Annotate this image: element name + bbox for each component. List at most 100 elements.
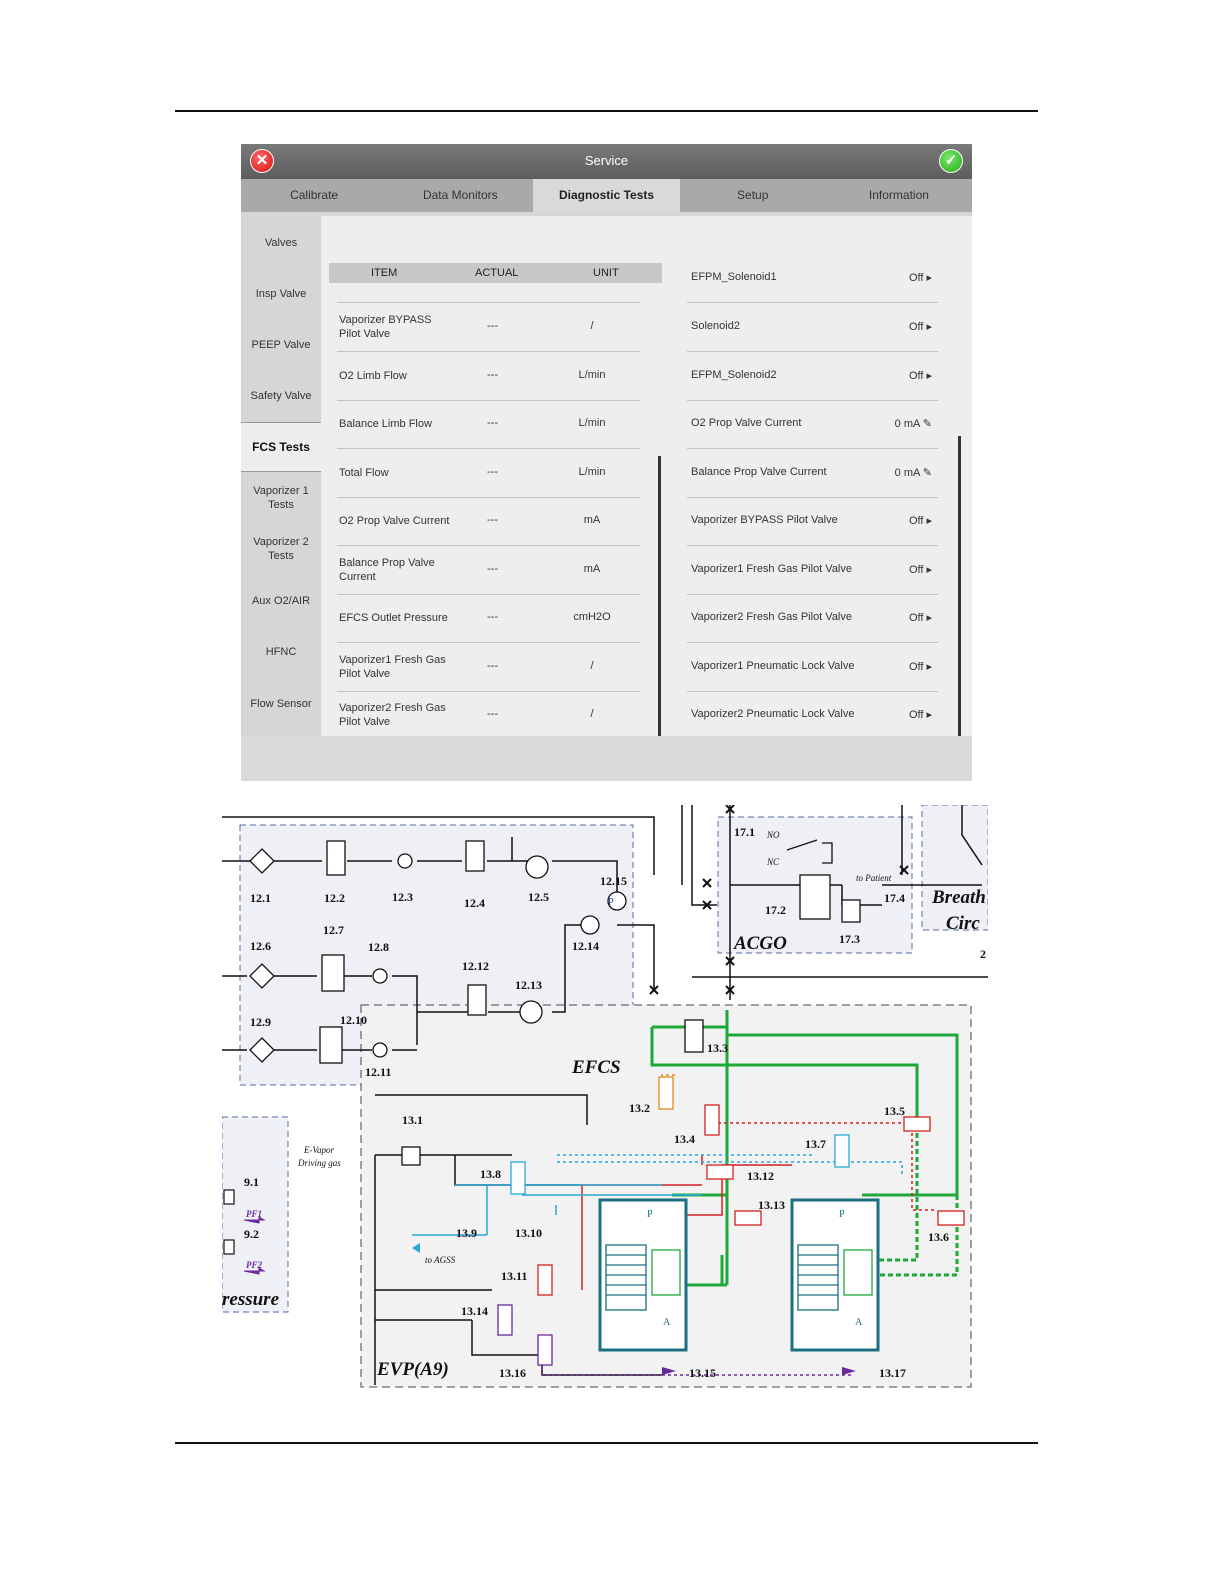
control-value[interactable]: Off ▸ [908, 661, 932, 673]
valve-icon [319, 1026, 343, 1064]
sidebar-item-peep-valve[interactable]: PEEP Valve [251, 339, 311, 351]
table-row[interactable]: Vaporizer BYPASS Pilot Valve---/ [337, 303, 640, 352]
arrow-icon [243, 1216, 266, 1275]
table-row[interactable]: O2 Prop Valve Current---mA [337, 497, 640, 546]
control-value[interactable]: Off ▸ [908, 709, 932, 721]
control-value[interactable]: Off ▸ [908, 272, 932, 284]
valve-icon [326, 840, 346, 876]
tab-diagnostic-tests[interactable]: Diagnostic Tests [533, 179, 680, 212]
left-scrollbar[interactable] [658, 456, 661, 736]
check-valve-icon [397, 853, 413, 869]
table-row[interactable]: Vaporizer1 Fresh Gas Pilot Valve---/ [337, 643, 640, 692]
prop-valve-icon [465, 840, 485, 872]
label-12-11: 12.11 [365, 1065, 391, 1079]
label-13-5: 13.5 [884, 1104, 905, 1118]
sidebar-item-hfnc[interactable]: HFNC [265, 646, 297, 658]
sidebar-item-insp-valve[interactable]: Insp Valve [255, 288, 307, 300]
valve-icon [497, 1304, 513, 1336]
no-label: NO [766, 830, 780, 840]
table-row[interactable]: EFCS Outlet Pressure---cmH2O [337, 594, 640, 643]
table-row[interactable]: Balance Limb Flow---L/min [337, 400, 640, 449]
label-12-15: 12.15 [600, 874, 627, 888]
control-value[interactable]: Off ▸ [908, 370, 932, 382]
row-actual: --- [487, 563, 498, 575]
efcs-label: EFCS [571, 1057, 621, 1078]
label-12-10: 12.10 [340, 1013, 367, 1027]
sidebar-item-vaporizer2-tests[interactable]: Vaporizer 2 Tests [253, 536, 309, 562]
label-13-10: 13.10 [515, 1226, 542, 1240]
sidebar-item-vaporizer1-tests[interactable]: Vaporizer 1 Tests [253, 485, 309, 511]
label-13-1: 13.1 [402, 1113, 423, 1127]
row-actual: --- [487, 611, 498, 623]
pressure-letter-vap1: P [647, 1209, 653, 1220]
tab-setup[interactable]: Setup [737, 188, 769, 202]
label-13-12: 13.12 [747, 1169, 774, 1183]
sidebar-item-aux-o2-air[interactable]: Aux O2/AIR [251, 595, 311, 607]
control-row[interactable]: Solenoid2 Off ▸ [687, 303, 938, 352]
to-agss-label: to AGSS [425, 1255, 456, 1265]
label-13-8: 13.8 [480, 1167, 501, 1181]
control-name: Vaporizer BYPASS Pilot Valve [691, 514, 838, 526]
table-row[interactable]: Vaporizer2 Fresh Gas Pilot Valve---/ [337, 691, 640, 739]
colored-valves [401, 1019, 965, 1366]
control-value[interactable]: Off ▸ [908, 515, 932, 527]
check-icon[interactable]: ✓ [939, 149, 963, 173]
table-row[interactable]: Total Flow---L/min [337, 449, 640, 498]
sidebar-item-safety-valve[interactable]: Safety Valve [250, 390, 312, 402]
valve-icon [658, 1076, 674, 1110]
control-value[interactable]: Off ▸ [908, 612, 932, 624]
acgo-label: ACGO [733, 933, 787, 954]
control-row[interactable]: Balance Prop Valve Current 0 mA ✎ [687, 449, 938, 498]
tab-information[interactable]: Information [868, 188, 929, 202]
control-row[interactable]: EFPM_Solenoid1 Off ▸ [687, 254, 938, 303]
tab-calibrate[interactable]: Calibrate [290, 188, 339, 202]
sidebar: Valves Insp Valve PEEP Valve Safety Valv… [241, 216, 321, 764]
control-value[interactable]: Off ▸ [908, 564, 932, 576]
label-12-7: 12.7 [323, 923, 344, 937]
tab-data-monitors[interactable]: Data Monitors [422, 188, 498, 202]
control-value[interactable]: Off ▸ [908, 321, 932, 333]
table-row[interactable]: Balance Prop Valve Current---mA [337, 546, 640, 595]
valve-icon [401, 1146, 421, 1166]
control-row[interactable]: Vaporizer2 Pneumatic Lock Valve Off ▸ [687, 691, 938, 739]
control-row[interactable]: Vaporizer BYPASS Pilot Valve Off ▸ [687, 497, 938, 546]
a-letter-vap1: A [663, 1317, 671, 1328]
control-value[interactable]: 0 mA ✎ [894, 467, 932, 479]
control-name: Balance Prop Valve Current [691, 466, 827, 478]
sidebar-item-fcs-tests[interactable]: FCS Tests [241, 422, 321, 472]
x-markers [649, 805, 909, 995]
row-item: Balance Limb Flow [339, 418, 432, 430]
control-row[interactable]: Vaporizer2 Fresh Gas Pilot Valve Off ▸ [687, 594, 938, 643]
right-scrollbar[interactable] [958, 436, 961, 736]
sidebar-item-valves[interactable]: Valves [264, 237, 298, 249]
control-name: EFPM_Solenoid1 [691, 271, 777, 283]
pressure-sensors [223, 1189, 235, 1255]
control-name: Vaporizer2 Pneumatic Lock Valve [691, 708, 855, 720]
label-9-1: 9.1 [244, 1175, 259, 1189]
valve-icon [706, 1164, 734, 1180]
arrow-icon [412, 1243, 420, 1253]
control-name: Vaporizer2 Fresh Gas Pilot Valve [691, 611, 852, 623]
row-unit: mA [583, 514, 601, 526]
efcs-components [249, 840, 627, 1064]
valve-icon [321, 954, 345, 992]
label-13-3: 13.3 [707, 1041, 728, 1055]
row-item: Total Flow [339, 467, 389, 479]
header-item: ITEM [371, 267, 398, 279]
row-unit: L/min [578, 466, 606, 478]
driving-gas-label: Driving gas [297, 1158, 341, 1168]
label-12-4: 12.4 [464, 896, 485, 910]
table-row-partial [337, 283, 640, 303]
check-valve-icon [372, 1042, 388, 1058]
sidebar-item-flow-sensor[interactable]: Flow Sensor [250, 698, 312, 710]
control-name: Solenoid2 [691, 320, 740, 332]
table-header: ITEM ACTUAL UNIT [329, 263, 662, 283]
table-row[interactable]: O2 Limb Flow---L/min [337, 352, 640, 401]
control-value[interactable]: 0 mA ✎ [894, 418, 932, 430]
close-icon[interactable]: ✕ [250, 149, 274, 173]
filter-icon [249, 963, 275, 989]
